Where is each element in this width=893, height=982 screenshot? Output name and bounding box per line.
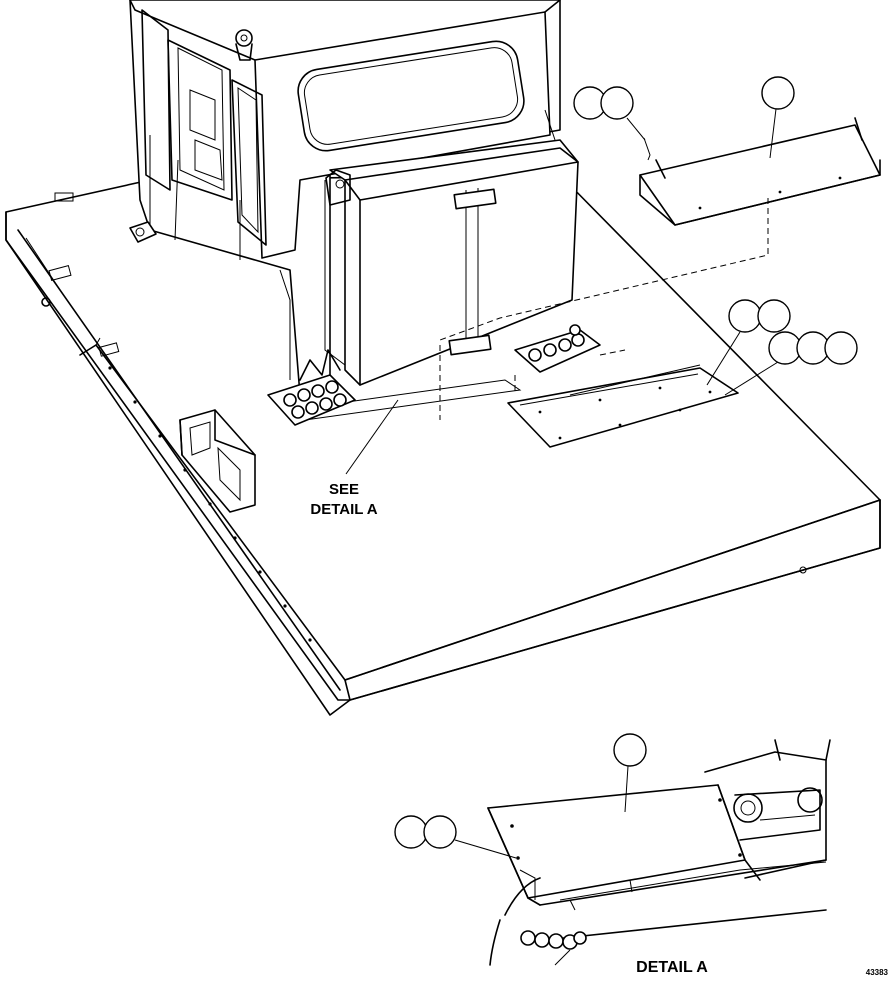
callout-6 — [768, 331, 802, 365]
callout-4 — [728, 299, 762, 333]
figure-number: 43383 — [866, 968, 889, 977]
callout-10 — [394, 815, 428, 849]
deck-platform — [5, 174, 881, 716]
callout-group — [345, 76, 858, 475]
callout-1 — [761, 76, 795, 110]
deflector-bracket — [639, 117, 881, 226]
callout-9 — [613, 733, 647, 767]
callout-8 — [824, 331, 858, 365]
callout-7 — [796, 331, 830, 365]
see-label: SEE — [329, 481, 359, 498]
operator-cab — [129, 0, 561, 396]
mounts — [129, 221, 601, 426]
callout-11 — [423, 815, 457, 849]
detail-reference-label: DETAIL A — [310, 501, 377, 518]
detail-a-view — [487, 739, 831, 966]
front-enclosure — [324, 139, 579, 386]
detail-title: DETAIL A — [636, 959, 708, 976]
detail-callouts — [394, 733, 647, 966]
side-box — [179, 409, 256, 513]
callout-5 — [757, 299, 791, 333]
rail-bolts — [108, 366, 312, 642]
cover-plate — [507, 364, 739, 448]
assembly-lines — [439, 198, 769, 420]
callout-3 — [600, 86, 634, 120]
